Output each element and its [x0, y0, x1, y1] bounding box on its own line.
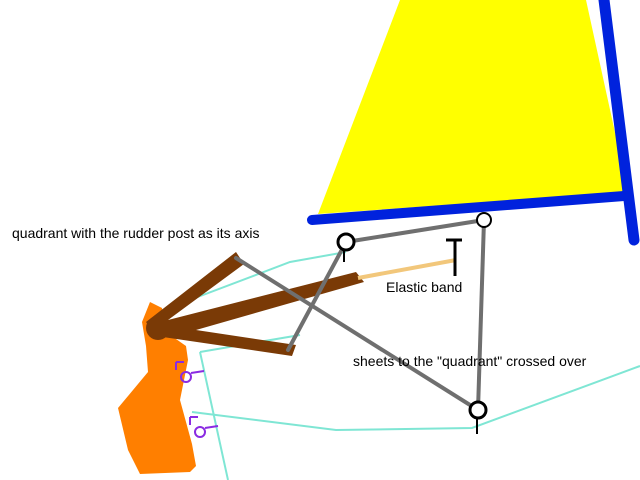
sheet-lines [234, 218, 486, 412]
rudder-pintle-icon [189, 416, 219, 438]
sheets-label: sheets to the "quadrant" crossed over [353, 353, 587, 369]
sail [318, 0, 628, 214]
rudder [118, 302, 196, 474]
quadrant [146, 252, 364, 356]
elastic-band [357, 258, 457, 280]
rudder-pintle-icon [175, 361, 205, 383]
boom [307, 191, 629, 225]
fairlead-ring-icon [476, 212, 492, 228]
quadrant-label: quadrant with the rudder post as its axi… [12, 225, 260, 241]
hull-outline-cockpit [191, 365, 640, 432]
mast [598, 0, 640, 246]
fairlead-ring-icon [336, 232, 356, 262]
hull-outline-lower [199, 351, 229, 480]
hull-outline-upper [157, 251, 347, 313]
elastic-band-label: Elastic band [386, 279, 463, 295]
elastic-anchor-post [446, 238, 462, 276]
fairlead-ring-icon [468, 400, 488, 434]
